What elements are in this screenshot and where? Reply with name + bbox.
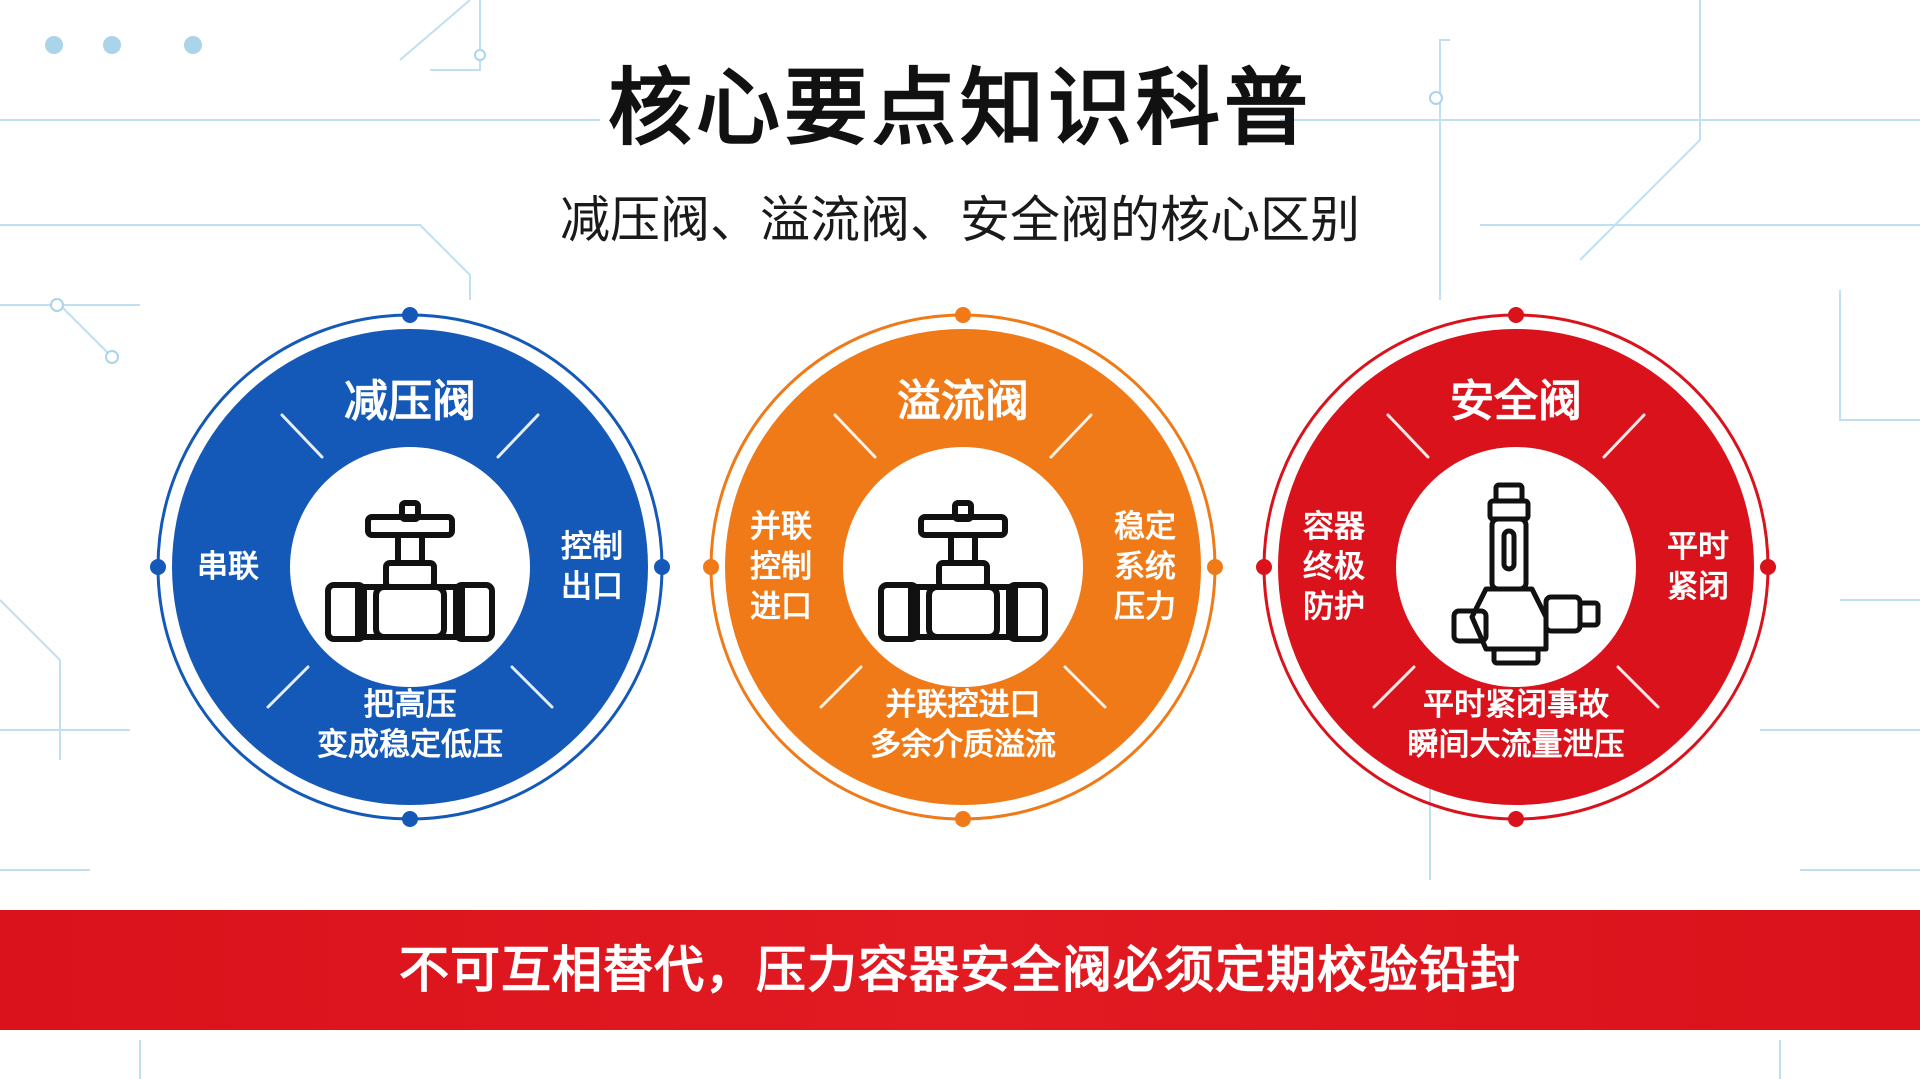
valve-right-label-line: 系统 xyxy=(1114,549,1176,585)
valve-bottom-label-line: 并联控进口 xyxy=(885,687,1041,723)
valve-bottom-label-line: 多余介质溢流 xyxy=(870,727,1056,763)
valve-bottom-label: 平时紧闭事故瞬间大流量泄压 xyxy=(1366,685,1666,765)
valve-left-label: 容器终极防护 xyxy=(1284,507,1384,627)
valve-left-label: 串联 xyxy=(178,547,278,587)
safety-valve-card: 安全阀容器终极防护 平时紧闭平时紧闭事故瞬间大流量泄压 xyxy=(1256,307,1776,827)
valve-bottom-label-line: 变成稳定低压 xyxy=(317,727,503,763)
bottom-banner: 不可互相替代，压力容器安全阀必须定期校验铅封 xyxy=(0,910,1920,1030)
banner-text: 不可互相替代，压力容器安全阀必须定期校验铅封 xyxy=(399,941,1521,999)
valve-name: 安全阀 xyxy=(1450,376,1582,427)
valve-right-label-line: 出口 xyxy=(561,569,623,605)
valve-right-label: 稳定系统压力 xyxy=(1095,507,1195,627)
valve-left-label-line: 进口 xyxy=(750,589,812,625)
safety-valve-icon xyxy=(1451,482,1601,666)
valve-right-label-line: 平时 xyxy=(1667,529,1729,565)
valve-right-label-line: 压力 xyxy=(1114,589,1176,625)
valve-left-label-line: 防护 xyxy=(1303,589,1365,625)
valve-right-label-line: 紧闭 xyxy=(1667,569,1729,605)
valve-bottom-label-line: 瞬间大流量泄压 xyxy=(1407,727,1625,763)
gate-valve-icon xyxy=(325,500,495,642)
valve-left-label-line: 控制 xyxy=(750,549,812,585)
page-title: 核心要点知识科普 xyxy=(607,59,1312,157)
valve-bottom-label: 并联控进口多余介质溢流 xyxy=(813,685,1113,765)
gate-valve-icon xyxy=(878,500,1048,642)
valve-icon-holder xyxy=(843,447,1083,687)
valve-right-label: 平时紧闭 xyxy=(1648,527,1748,607)
valve-icon-holder xyxy=(1396,447,1636,687)
valve-bottom-label-line: 把高压 xyxy=(363,687,457,723)
page-subtitle: 减压阀、溢流阀、安全阀的核心区别 xyxy=(560,191,1360,249)
valve-left-label-line: 并联 xyxy=(750,509,812,545)
valve-bottom-label-line: 平时紧闭事故 xyxy=(1423,687,1609,723)
valve-name: 减压阀 xyxy=(344,376,476,427)
valve-left-label-line: 串联 xyxy=(197,549,259,585)
valve-left-label-line: 终极 xyxy=(1303,549,1365,585)
valve-bottom-label: 把高压变成稳定低压 xyxy=(260,685,560,765)
valve-left-label: 并联控制进口 xyxy=(731,507,831,627)
pressure-reducing-valve-card: 减压阀串联 控制出口把高压变成稳定低压 xyxy=(150,307,670,827)
valve-name: 溢流阀 xyxy=(897,376,1029,427)
valve-left-label-line: 容器 xyxy=(1303,509,1365,545)
valve-right-label: 控制出口 xyxy=(542,527,642,607)
valve-right-label-line: 稳定 xyxy=(1114,509,1176,545)
valve-right-label-line: 控制 xyxy=(561,529,623,565)
valve-icon-holder xyxy=(290,447,530,687)
relief-valve-card: 溢流阀并联控制进口 稳定系统压力并联控进口多余介质溢流 xyxy=(703,307,1223,827)
